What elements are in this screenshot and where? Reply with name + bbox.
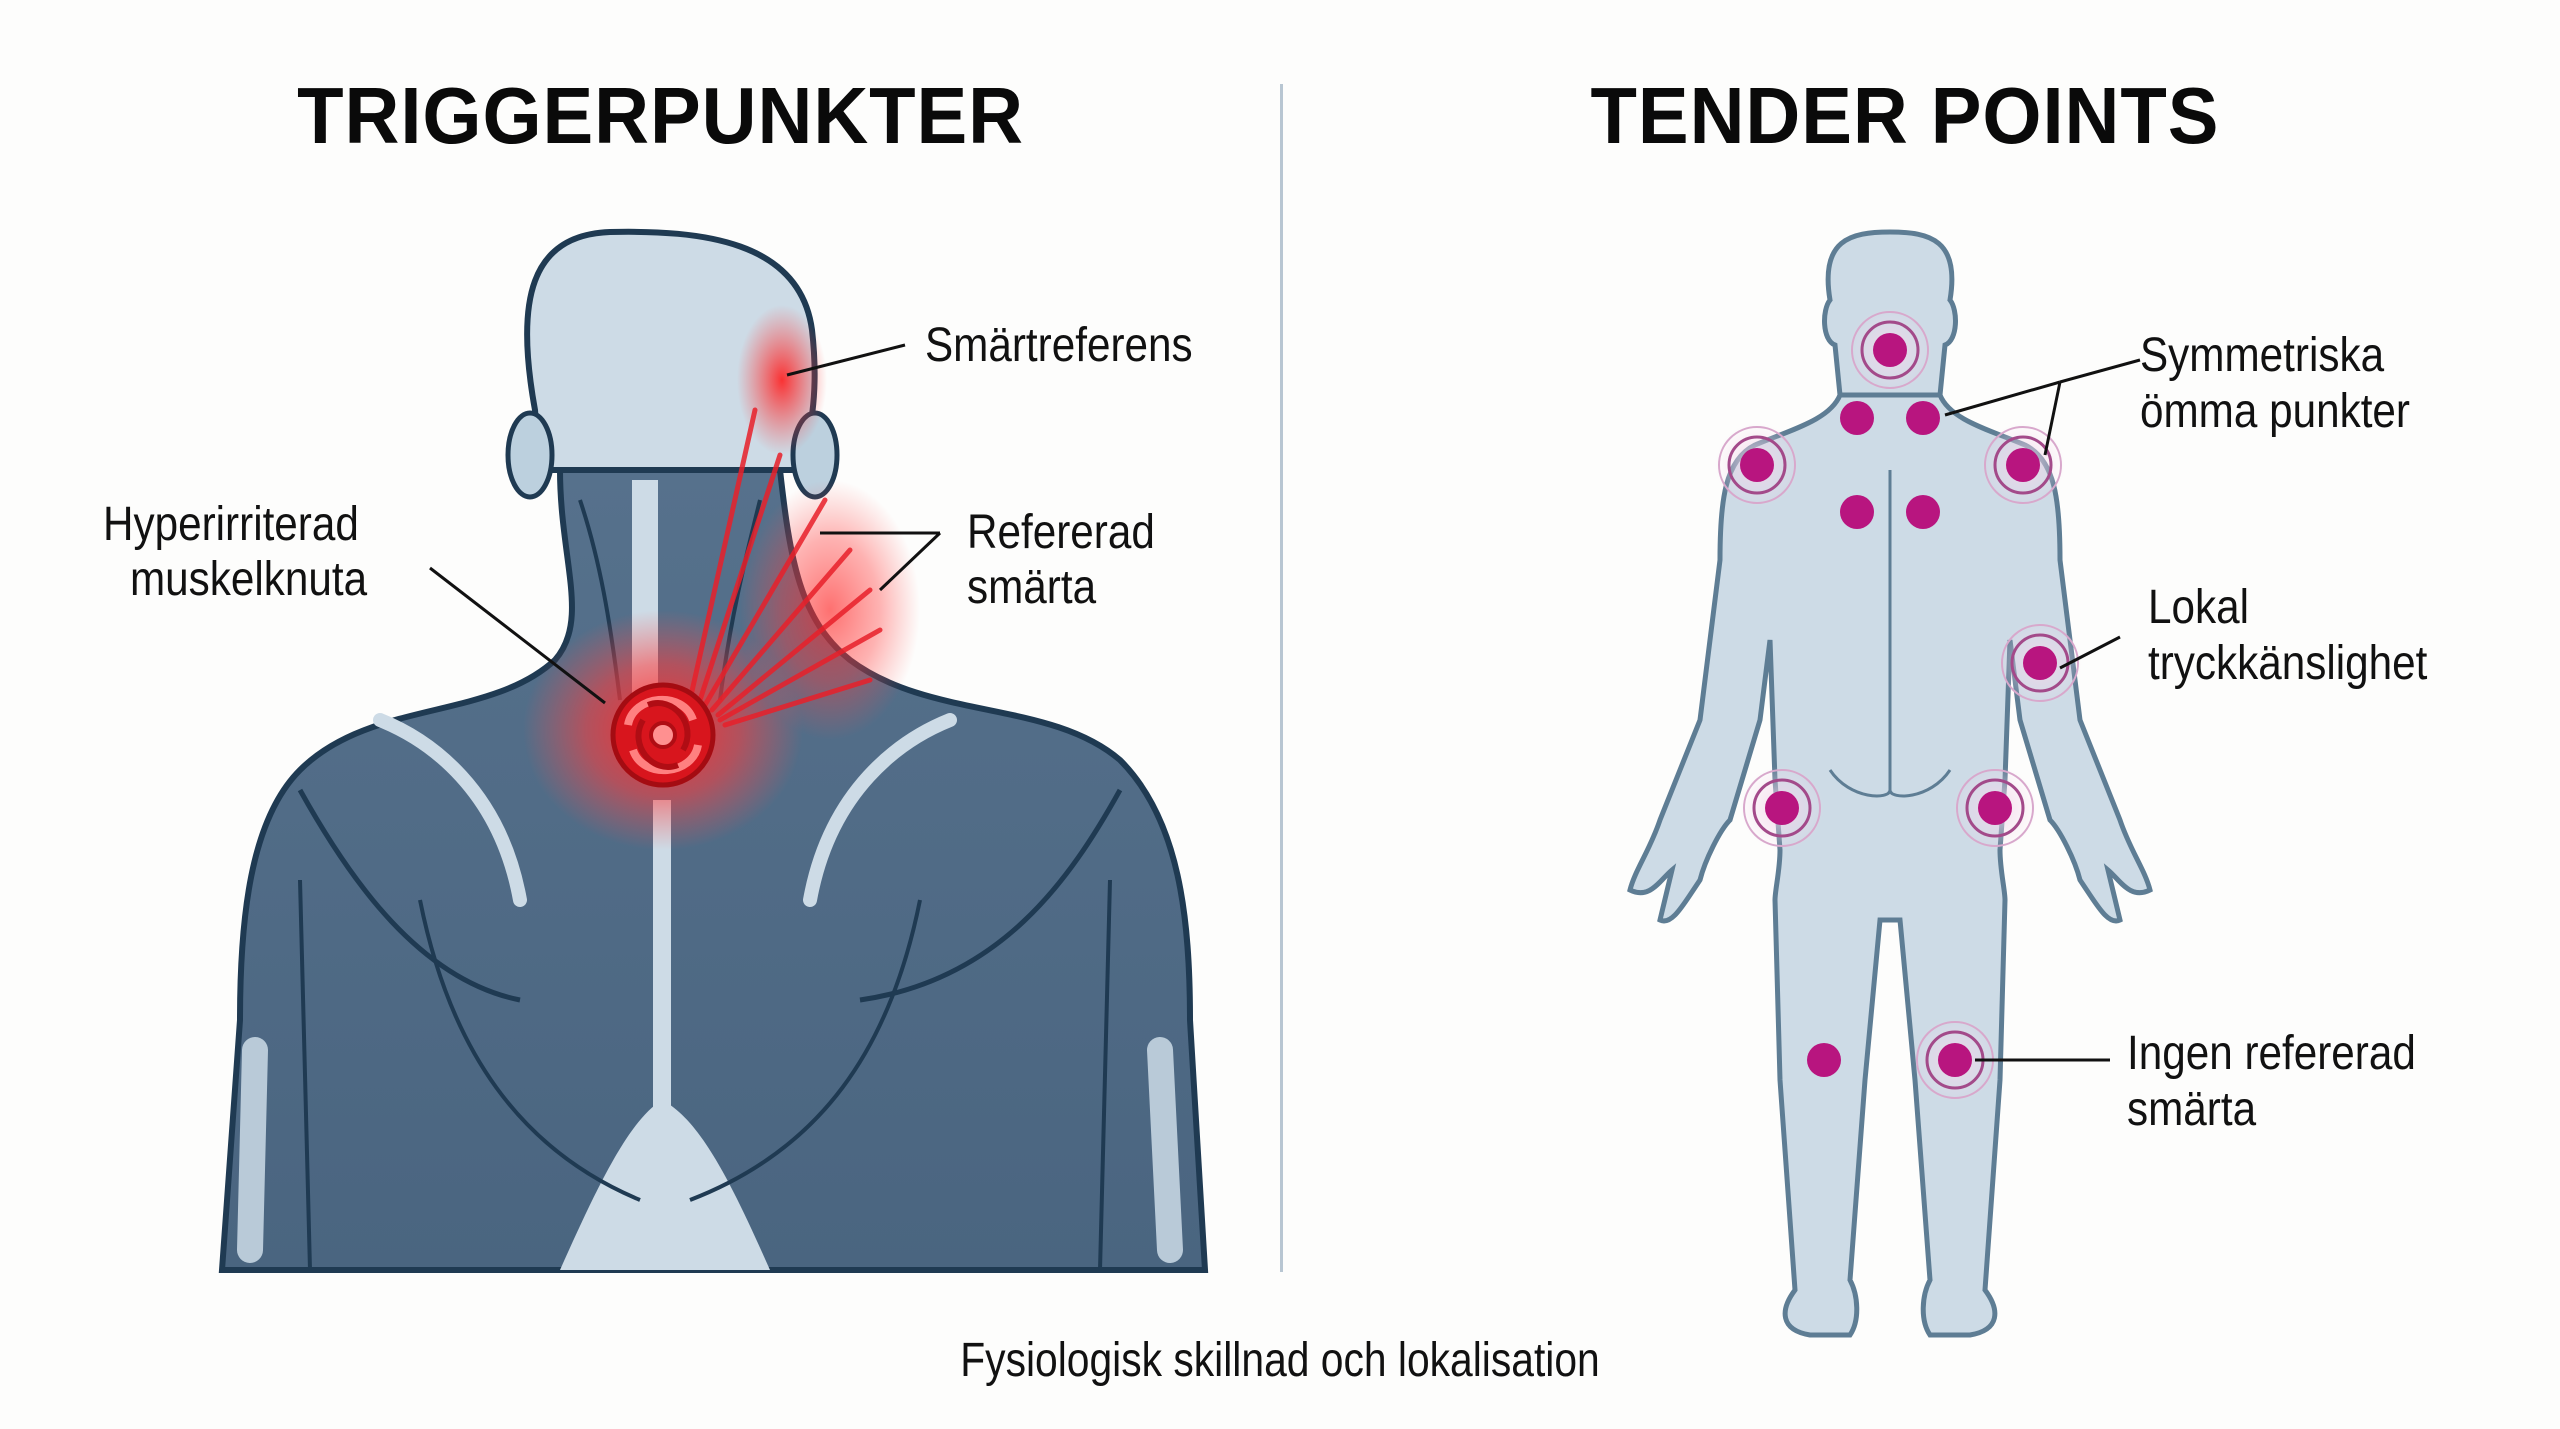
label-local-2: tryckkänslighet [2148, 637, 2428, 690]
tender-point-hip-left [1740, 766, 1824, 850]
left-panel-title: TRIGGERPUNKTER [297, 71, 1025, 160]
tender-point-markers [1715, 308, 2082, 1102]
tender-point-scapula-right [1906, 495, 1940, 529]
label-knot-2: muskelknuta [130, 553, 368, 606]
label-symmetric-2: ömma punkter [2140, 385, 2410, 438]
label-no-referred-1: Ingen refererad [2127, 1027, 2416, 1080]
tender-point-shoulder-right [1981, 423, 2065, 507]
label-pain-reference: Smärtreferens [925, 319, 1193, 372]
tender-point-knee-right [1913, 1018, 1997, 1102]
head-pain-glow [737, 305, 827, 455]
label-local-1: Lokal [2148, 581, 2249, 634]
figure-caption: Fysiologisk skillnad och lokalisation [960, 1334, 1600, 1387]
tender-point-neck-left [1840, 401, 1874, 435]
tender-point-hip-right [1953, 766, 2037, 850]
trigger-point-illustration [218, 228, 1209, 1273]
referred-pain-rays [687, 407, 883, 728]
tender-point-scapula-left [1840, 495, 1874, 529]
label-no-referred-2: smärta [2127, 1083, 2257, 1136]
tender-point-shoulder-left [1715, 423, 1799, 507]
tender-point-knee-left [1807, 1043, 1841, 1077]
label-referred-pain-1: Refererad [967, 506, 1155, 559]
label-knot-1: Hyperirriterad [103, 498, 359, 551]
label-symmetric-1: Symmetriska [2140, 329, 2385, 382]
leader-lines-left [429, 343, 942, 705]
right-panel-title: TENDER POINTS [1590, 71, 2220, 160]
muscle-knot-icon [610, 682, 716, 788]
tender-point-elbow [1998, 621, 2082, 705]
panel-divider [1280, 84, 1283, 1272]
tender-point-occiput [1848, 308, 1932, 392]
label-referred-pain-2: smärta [967, 561, 1097, 614]
tender-point-neck-right [1906, 401, 1940, 435]
leader-lines-right [1944, 358, 2141, 1062]
